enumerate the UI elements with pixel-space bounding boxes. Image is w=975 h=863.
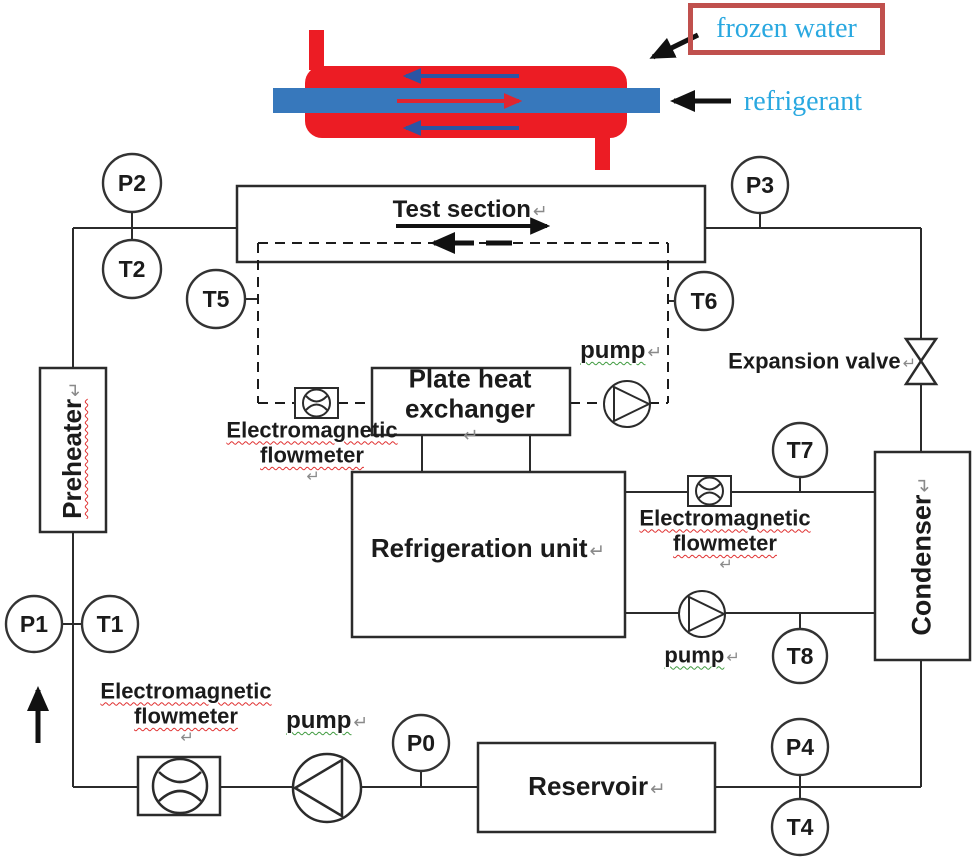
return-mark: ↵ (463, 424, 479, 446)
pump-label-chilled: pump↵ (580, 337, 662, 365)
frozen-water-callout: frozen water (688, 3, 885, 55)
sensor-label-t8: T8 (786, 642, 814, 669)
sensor-label-p4: P4 (785, 733, 815, 760)
valve-upper-triangle (903, 337, 939, 364)
component-boxes (38, 366, 972, 834)
return-mark: ↵ (726, 649, 740, 667)
water-inlet-stub (309, 30, 324, 70)
valve-lower-triangle (903, 358, 939, 386)
sensor-circle-p4 (770, 717, 830, 777)
return-mark: ↵ (650, 778, 666, 800)
frozen-water-label: frozen water (716, 13, 857, 44)
sensor-circle-t6 (673, 270, 735, 332)
sensor-label-t5: T5 (202, 285, 230, 312)
expansion-valve-symbol (903, 337, 939, 386)
flowmeter-refrigerant-loop (687, 475, 732, 507)
sensor-circles (4, 152, 830, 857)
return-mark: ↵ (180, 729, 194, 747)
reservoir-box (476, 741, 717, 834)
return-mark: ↵ (902, 355, 916, 373)
plate-heat-exchanger-box (370, 366, 572, 437)
sensor-label-t4: T4 (786, 813, 814, 840)
condenser-label: Condenser↵ (906, 476, 937, 636)
sensor-label-p0: P0 (406, 729, 436, 756)
return-mark: ↵ (306, 468, 320, 486)
sensor-circle-t1 (80, 594, 140, 654)
em-flowmeter-label-chilled: Electromagnetic flowmeter↵ (226, 417, 398, 486)
flowmeter-chilled-loop (294, 387, 339, 419)
preheater-box (38, 366, 108, 534)
return-mark: ↵ (64, 381, 86, 397)
sensor-label-t6: T6 (690, 287, 718, 314)
em-flowmeter-label-refrigerant: Electromagnetic flowmeter↵ (639, 505, 811, 574)
sensor-label-t2: T2 (118, 255, 146, 282)
pump-water-loop (291, 752, 363, 824)
return-mark: ↵ (647, 342, 662, 363)
sensor-circle-t4 (770, 797, 830, 857)
flowmeters (136, 387, 732, 817)
return-mark: ↵ (532, 201, 548, 222)
plate-heat-exchanger-label: Plate heat exchanger↵ (404, 363, 536, 446)
sensor-label-t7: T7 (786, 436, 814, 463)
pump-label-water: pump↵ (286, 707, 368, 735)
water-outlet-stub (595, 130, 610, 170)
pump-chilled-loop (603, 380, 652, 428)
sensor-label-p3: P3 (745, 171, 775, 198)
reservoir-label: Reservoir↵ (528, 771, 666, 802)
sensor-circle-p0 (391, 713, 451, 773)
refrigerant-label: refrigerant (743, 85, 863, 117)
expansion-valve-label: Expansion valve↵ (728, 348, 916, 374)
sensor-label-p1: P1 (19, 610, 49, 637)
sensor-circle-t5 (185, 268, 247, 330)
return-mark: ↵ (353, 712, 368, 733)
sensor-circle-p1 (4, 594, 64, 654)
refrigeration-unit-box (350, 470, 627, 639)
sensor-circle-p2 (101, 152, 163, 214)
condenser-box (873, 450, 972, 662)
pump-refrigerant-loop (678, 590, 727, 638)
flowmeter-water-loop (136, 755, 222, 817)
sensor-circle-t7 (771, 421, 829, 479)
return-mark: ↵ (913, 476, 936, 493)
sensor-label-p2: P2 (117, 169, 147, 196)
sensor-circle-p3 (730, 155, 790, 215)
em-flowmeter-label-water: Electromagnetic flowmeter↵ (100, 678, 272, 747)
return-mark: ↵ (719, 556, 733, 574)
pumps (291, 380, 727, 824)
sensor-label-t1: T1 (96, 610, 124, 637)
refrigeration-unit-label: Refrigeration unit↵ (370, 533, 606, 564)
test-section-label: Test section↵ (392, 196, 548, 224)
preheater-label: Preheater↵ (57, 381, 88, 519)
sensor-circle-t8 (771, 627, 829, 685)
return-mark: ↵ (589, 540, 606, 562)
sensor-circle-t2 (101, 238, 163, 300)
pump-label-refrigerant: pump↵ (664, 642, 740, 668)
heat-exchanger-illustration (273, 30, 731, 170)
